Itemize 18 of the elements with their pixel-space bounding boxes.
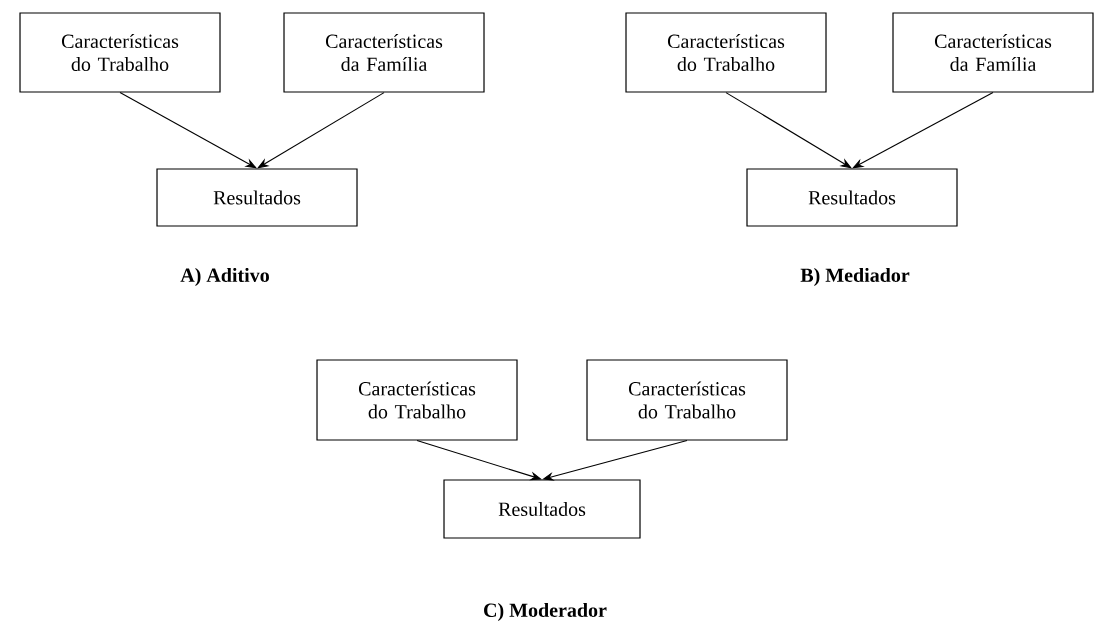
text-box: Resultados xyxy=(746,168,958,227)
text-box: Características do Trabalho xyxy=(625,12,827,93)
text-box: Características da Família xyxy=(892,12,1094,93)
text-box: Resultados xyxy=(443,479,641,539)
diagram-caption: A) Aditivo xyxy=(180,267,269,287)
text-box: Características do Trabalho xyxy=(19,12,221,93)
arrow xyxy=(542,440,688,481)
diagram-caption: B) Mediador xyxy=(800,267,910,287)
diagram-caption: C) Moderador xyxy=(484,602,607,622)
arrow xyxy=(852,92,994,169)
text-box: Características da Família xyxy=(283,12,485,93)
arrow xyxy=(725,92,852,169)
text-box: Características do Trabalho xyxy=(586,359,788,441)
arrow xyxy=(257,92,385,169)
arrow xyxy=(416,440,542,481)
text-box: Características do Trabalho xyxy=(316,359,518,441)
text-box: Resultados xyxy=(156,168,358,227)
arrow xyxy=(119,92,257,169)
